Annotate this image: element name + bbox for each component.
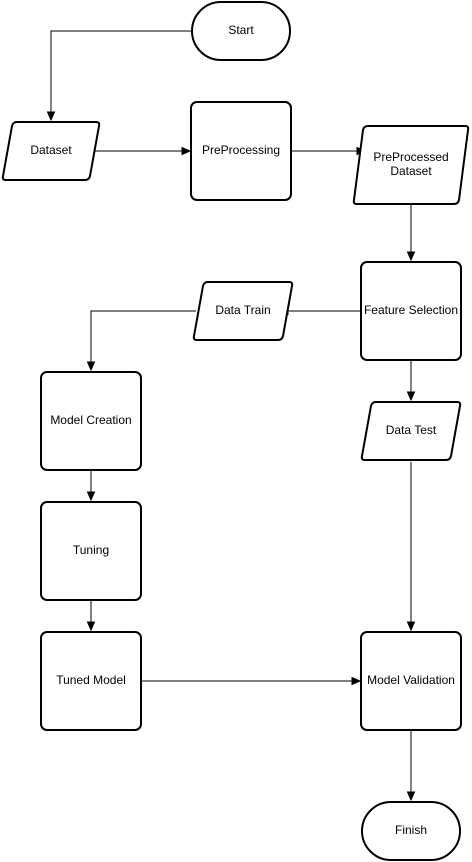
node-preprocessing: PreProcessing bbox=[190, 101, 292, 201]
node-feature-selection: Feature Selection bbox=[360, 261, 462, 361]
edge-dataset-to-preprocessing bbox=[89, 146, 192, 156]
edge-tuned-model-to-model-validation bbox=[141, 676, 362, 686]
arrowhead-icon bbox=[406, 621, 416, 632]
node-model-creation: Model Creation bbox=[40, 371, 142, 471]
node-dataset: Dataset bbox=[1, 121, 101, 181]
arrowhead-icon bbox=[406, 391, 416, 402]
process-box bbox=[40, 501, 142, 601]
connector-line bbox=[50, 30, 192, 120]
node-label: Feature Selection bbox=[364, 303, 458, 317]
node-label: Model Validation bbox=[367, 673, 455, 687]
arrowhead-icon bbox=[46, 111, 56, 122]
node-label: Tuned Model bbox=[56, 673, 126, 687]
edge-preprocessing-to-preprocessed-dataset bbox=[291, 146, 367, 156]
connector-line bbox=[90, 310, 196, 370]
node-label: Data Train bbox=[215, 303, 270, 317]
node-data-train: Data Train bbox=[192, 281, 294, 341]
node-label: Finish bbox=[395, 823, 427, 837]
node-data-test: Data Test bbox=[360, 401, 462, 461]
arrowhead-icon bbox=[86, 491, 96, 502]
process-box bbox=[40, 371, 142, 471]
edge-start-to-dataset bbox=[46, 30, 192, 122]
data-parallelogram bbox=[352, 125, 470, 205]
node-label: Tuning bbox=[73, 543, 109, 557]
node-label: Data Test bbox=[386, 423, 437, 437]
node-model-validation: Model Validation bbox=[360, 631, 462, 731]
process-box bbox=[40, 631, 142, 731]
node-label: Dataset bbox=[390, 164, 432, 178]
edge-model-creation-to-tuning bbox=[86, 470, 96, 502]
edge-tuning-to-tuned-model bbox=[86, 600, 96, 632]
node-label: PreProcessed bbox=[373, 150, 448, 164]
arrowhead-icon bbox=[86, 361, 96, 372]
data-parallelogram bbox=[360, 401, 462, 461]
arrowhead-icon bbox=[351, 676, 362, 686]
arrowhead-icon bbox=[406, 251, 416, 262]
node-finish: Finish bbox=[361, 801, 461, 861]
edge-model-validation-to-finish bbox=[406, 730, 416, 802]
node-tuned-model: Tuned Model bbox=[40, 631, 142, 731]
data-parallelogram bbox=[192, 281, 294, 341]
edge-feature-selection-to-data-train bbox=[278, 306, 361, 316]
process-box bbox=[190, 101, 292, 201]
node-label: Start bbox=[228, 23, 254, 37]
arrowhead-icon bbox=[406, 791, 416, 802]
node-tuning: Tuning bbox=[40, 501, 142, 601]
data-parallelogram bbox=[1, 121, 101, 181]
terminal-shape bbox=[361, 801, 461, 861]
edge-data-train-to-model-creation bbox=[86, 310, 196, 372]
terminal-shape bbox=[191, 1, 291, 61]
node-label: PreProcessing bbox=[202, 143, 280, 157]
edge-feature-selection-to-data-test bbox=[406, 360, 416, 402]
arrowhead-icon bbox=[181, 146, 192, 156]
process-box bbox=[360, 631, 462, 731]
node-start: Start bbox=[191, 1, 291, 61]
node-label: Dataset bbox=[30, 143, 72, 157]
process-box bbox=[360, 261, 462, 361]
edge-data-test-to-model-validation bbox=[406, 462, 416, 632]
node-label: Model Creation bbox=[50, 413, 131, 427]
arrowhead-icon bbox=[86, 621, 96, 632]
